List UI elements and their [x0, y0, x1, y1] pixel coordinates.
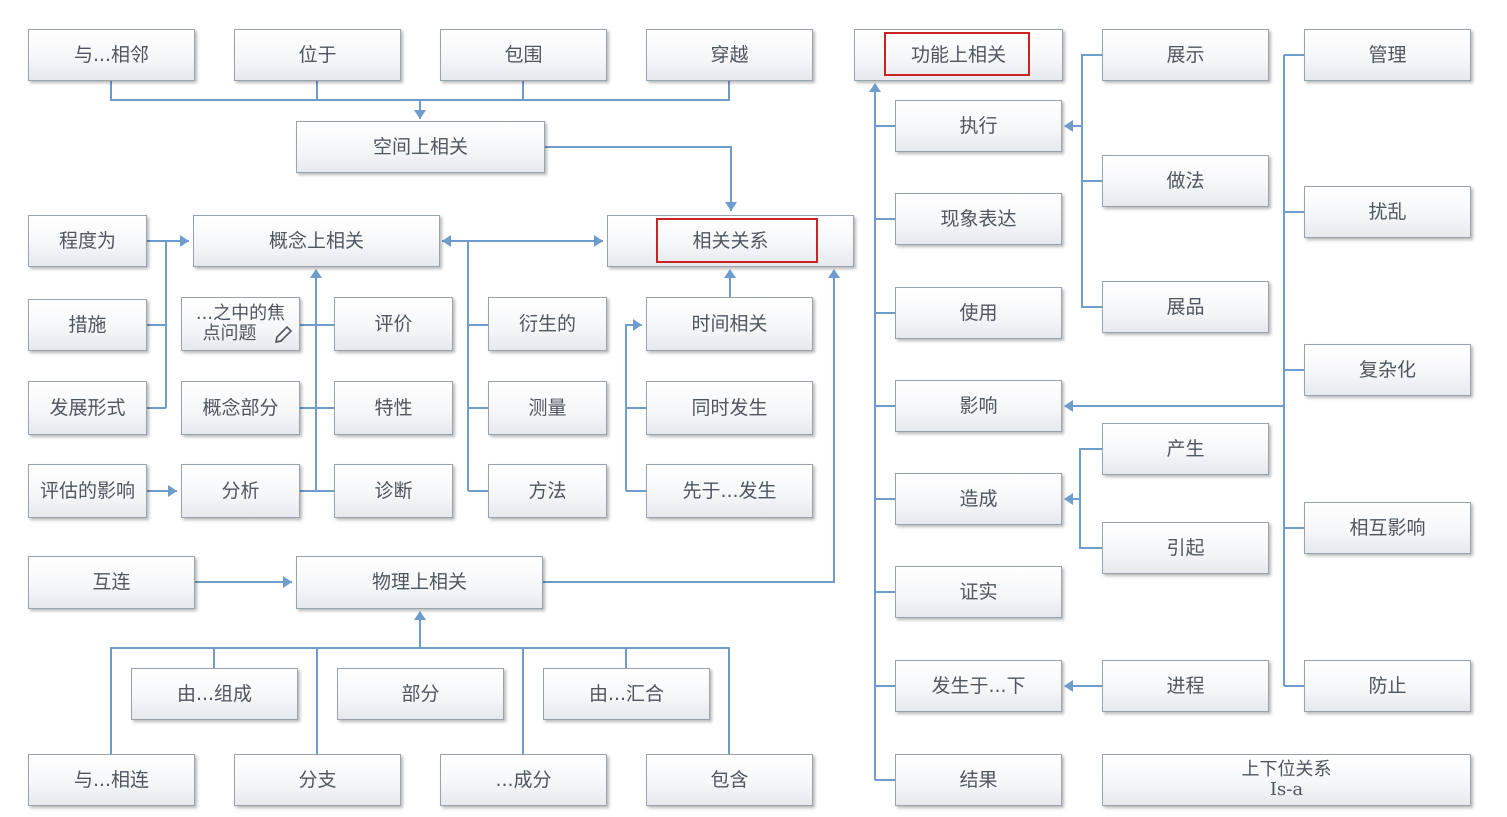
node-development-form: 发展形式: [28, 381, 147, 435]
node-exhibit: 展品: [1102, 281, 1269, 333]
node-is-a: 上下位关系 Is-a: [1102, 754, 1471, 806]
node-process: 进程: [1102, 660, 1269, 712]
arrowhead: [1064, 680, 1073, 692]
node-derived: 衍生的: [488, 297, 607, 351]
node-spatially-related: 空间上相关: [296, 121, 545, 173]
node-interact: 相互影响: [1304, 502, 1471, 554]
node-adjacent: 与...相邻: [28, 29, 195, 81]
connector-line: [1079, 448, 1102, 549]
node-evaluated-impact: 评估的影响: [28, 464, 147, 518]
node-focus-issue-line2: 点问题: [202, 323, 257, 344]
node-prevent: 防止: [1304, 660, 1471, 712]
node-result: 结果: [895, 754, 1062, 806]
arrowhead: [310, 269, 322, 278]
node-disturb: 扰乱: [1304, 186, 1471, 238]
node-contain: 包含: [646, 754, 813, 806]
node-degree: 程度为: [28, 215, 147, 267]
node-trigger: 引起: [1102, 522, 1269, 574]
node-located-at: 位于: [234, 29, 401, 81]
node-diagnosis: 诊断: [334, 464, 453, 518]
node-composed-of: 由...组成: [131, 668, 298, 720]
arrowhead: [414, 611, 426, 620]
node-evaluation: 评价: [334, 297, 453, 351]
connector-line: [110, 81, 730, 101]
connector-line: [543, 271, 835, 583]
node-ingredient: ...成分: [440, 754, 607, 806]
node-manage: 管理: [1304, 29, 1471, 81]
node-cause: 造成: [895, 473, 1062, 525]
node-method: 方法: [488, 464, 607, 518]
arrowhead: [1064, 493, 1073, 505]
node-is-a-line1: 上下位关系: [1241, 759, 1332, 781]
node-traverse: 穿越: [646, 29, 813, 81]
node-focus-issue-line1: ...之中的焦: [195, 303, 286, 325]
node-correlation: 相关关系: [607, 215, 854, 267]
arrowhead: [725, 202, 737, 211]
node-occurs-before: 先于...发生: [646, 464, 813, 518]
arrowhead: [869, 83, 881, 92]
node-measurement: 测量: [488, 381, 607, 435]
node-connected-with: 与...相连: [28, 754, 195, 806]
node-display: 展示: [1102, 29, 1269, 81]
node-simultaneous: 同时发生: [646, 381, 813, 435]
highlight-functional: [884, 32, 1030, 76]
arrowhead: [283, 576, 292, 588]
node-property: 特性: [334, 381, 453, 435]
highlight-correlation: [656, 218, 818, 263]
node-influence: 影响: [895, 380, 1062, 432]
arrowhead: [828, 269, 840, 278]
arrowhead: [724, 269, 736, 278]
node-temporal: 时间相关: [646, 297, 813, 351]
node-produce: 产生: [1102, 423, 1269, 475]
node-complicate: 复杂化: [1304, 344, 1471, 396]
node-concept-part: 概念部分: [181, 381, 300, 435]
arrowhead: [414, 110, 426, 119]
node-is-a-line2: Is-a: [1269, 779, 1304, 800]
node-use: 使用: [895, 287, 1062, 339]
node-aggregate: 由...汇合: [543, 668, 710, 720]
node-prove: 证实: [895, 566, 1062, 618]
node-occurs-under: 发生于...下: [895, 660, 1062, 712]
arrowhead: [1064, 400, 1073, 412]
node-practice: 做法: [1102, 155, 1269, 207]
node-branch: 分支: [234, 754, 401, 806]
arrowhead: [633, 319, 642, 331]
node-surround: 包围: [440, 29, 607, 81]
arrowhead: [1064, 120, 1073, 132]
node-physically-related: 物理上相关: [296, 556, 543, 609]
connector-line: [545, 146, 732, 211]
node-execute: 执行: [895, 100, 1062, 152]
pencil-icon: [274, 325, 293, 344]
node-focus-issue: ...之中的焦 点问题: [181, 297, 300, 351]
node-interconnect: 互连: [28, 556, 195, 609]
node-part: 部分: [337, 668, 504, 720]
arrowhead: [168, 485, 177, 497]
node-conceptually-related: 概念上相关: [193, 215, 440, 267]
arrowhead: [442, 235, 451, 247]
node-measure: 措施: [28, 299, 147, 351]
arrowhead: [180, 235, 189, 247]
node-phenomenon: 现象表达: [895, 193, 1062, 245]
arrowhead: [594, 235, 603, 247]
node-analysis: 分析: [181, 464, 300, 518]
